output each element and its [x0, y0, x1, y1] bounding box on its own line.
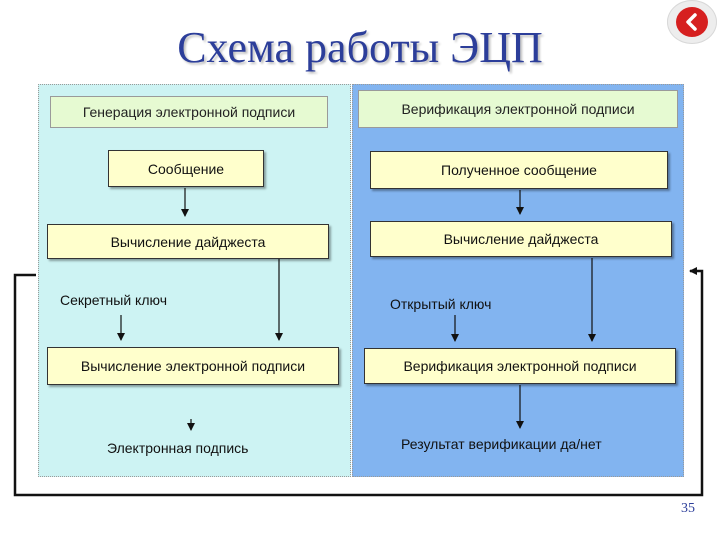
- generation-panel: [38, 84, 351, 477]
- generation-header: Генерация электронной подписи: [50, 96, 328, 128]
- chevron-left-icon: [676, 7, 708, 37]
- page-number: 35: [681, 501, 695, 516]
- feedback-loop-connector: [13, 267, 704, 497]
- digest-box-right: Вычисление дайджеста: [370, 221, 672, 257]
- public-key-label: Открытый ключ: [390, 296, 492, 312]
- verification-header: Верификация электронной подписи: [358, 90, 678, 128]
- secret-key-label: Секретный ключ: [60, 292, 167, 308]
- verification-panel: [352, 84, 684, 477]
- verify-signature-box: Верификация электронной подписи: [364, 348, 676, 384]
- electronic-signature-label: Электронная подпись: [107, 440, 249, 456]
- received-message-box: Полученное сообщение: [370, 151, 668, 189]
- verification-result-label: Результат верификации да/нет: [401, 436, 602, 452]
- message-box: Сообщение: [108, 150, 264, 187]
- page-title: Схема работы ЭЦП: [177, 23, 543, 72]
- compute-signature-box: Вычисление электронной подписи: [47, 347, 339, 385]
- back-button[interactable]: [667, 0, 717, 44]
- digest-box-left: Вычисление дайджеста: [47, 224, 329, 259]
